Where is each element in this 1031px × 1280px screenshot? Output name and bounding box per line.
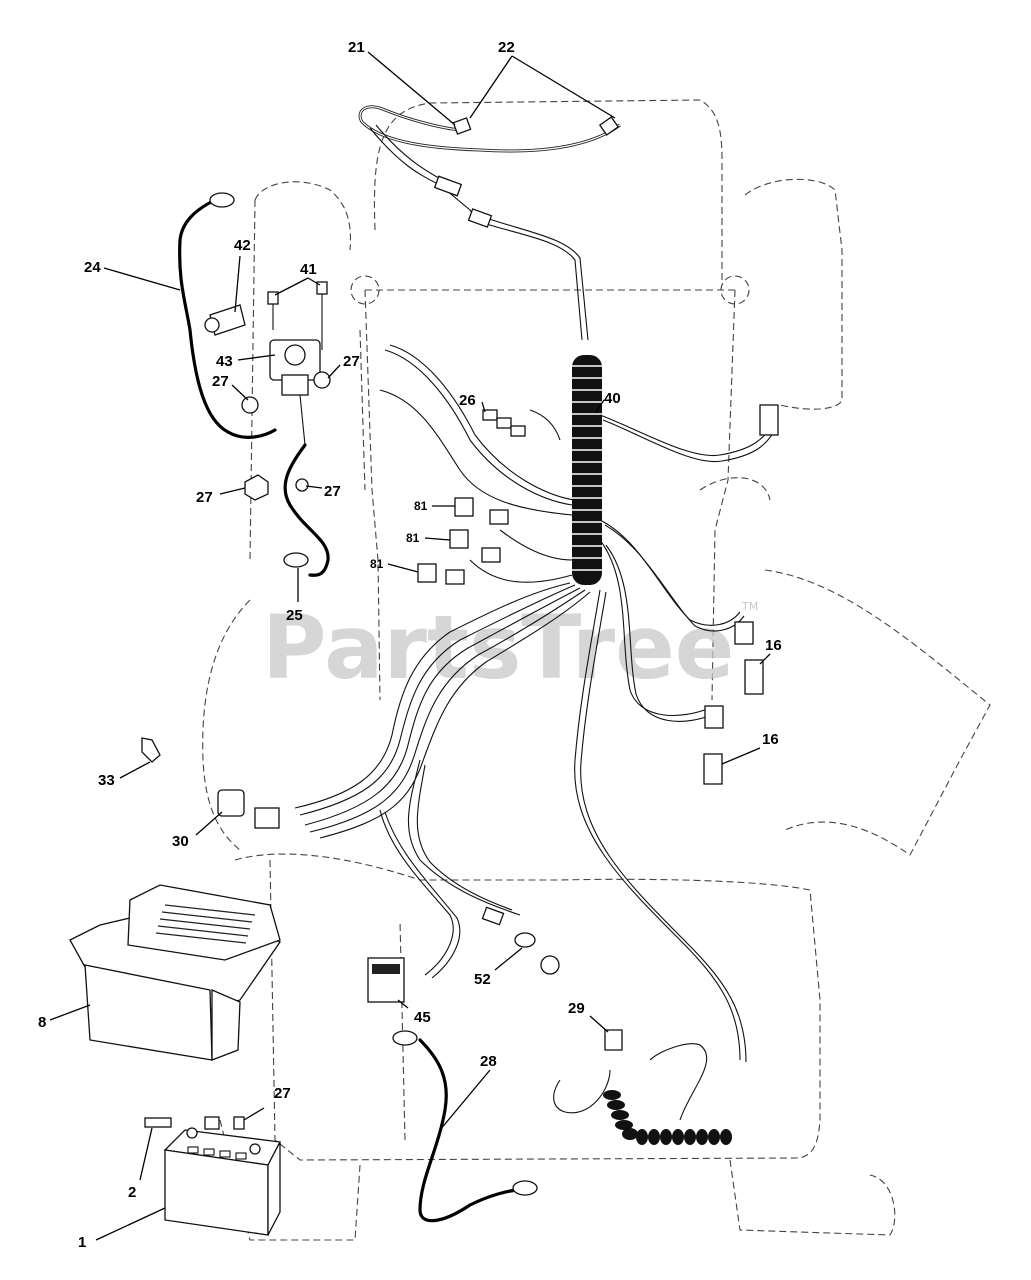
callout-1: 1 <box>78 1234 86 1251</box>
callout-42: 42 <box>234 237 251 254</box>
battery-tray <box>69 884 281 1061</box>
callout-30: 30 <box>172 833 189 850</box>
chassis-outline <box>202 99 991 1241</box>
headlight-harness <box>358 105 621 341</box>
leader-lines <box>49 51 771 1241</box>
parts-tree-watermark: PartsTree <box>262 596 734 699</box>
callout-43: 43 <box>216 353 233 370</box>
callout-27-switch-right: 27 <box>343 353 360 370</box>
misc-parts <box>141 659 764 1003</box>
callout-81-lower: 81 <box>370 557 384 571</box>
ignition-switch-assembly <box>204 281 331 501</box>
trademark-symbol: TM <box>741 600 758 613</box>
callout-2: 2 <box>128 1184 136 1201</box>
callout-16-upper: 16 <box>765 637 782 654</box>
callout-27-switch-left: 27 <box>212 373 229 390</box>
callout-27-nut-left: 27 <box>196 489 213 506</box>
callout-52: 52 <box>474 971 491 988</box>
callout-41: 41 <box>300 261 317 278</box>
callout-40: 40 <box>604 390 621 407</box>
callout-25: 25 <box>286 607 303 624</box>
callout-8: 8 <box>38 1014 46 1031</box>
callout-33: 33 <box>98 772 115 789</box>
main-wiring-bundle <box>294 344 779 1063</box>
callout-27-battery: 27 <box>274 1085 291 1102</box>
coiled-wire-loom <box>572 355 602 585</box>
callout-28: 28 <box>480 1053 497 1070</box>
callout-45: 45 <box>414 1009 431 1026</box>
battery <box>144 1116 282 1236</box>
callout-21: 21 <box>348 39 365 56</box>
callout-81-middle: 81 <box>406 531 420 545</box>
cables <box>178 192 538 1223</box>
callout-16-lower: 16 <box>762 731 779 748</box>
coiled-cord <box>553 1029 732 1145</box>
callout-29: 29 <box>568 1000 585 1017</box>
callout-81-upper: 81 <box>414 499 428 513</box>
callout-26: 26 <box>459 392 476 409</box>
callout-22: 22 <box>498 39 515 56</box>
callout-24: 24 <box>84 259 101 276</box>
callout-27-nut-right: 27 <box>324 483 341 500</box>
relays <box>417 409 526 585</box>
callout-labels: 1 2 8 16 16 21 22 24 25 26 27 27 27 27 2… <box>38 39 782 1251</box>
